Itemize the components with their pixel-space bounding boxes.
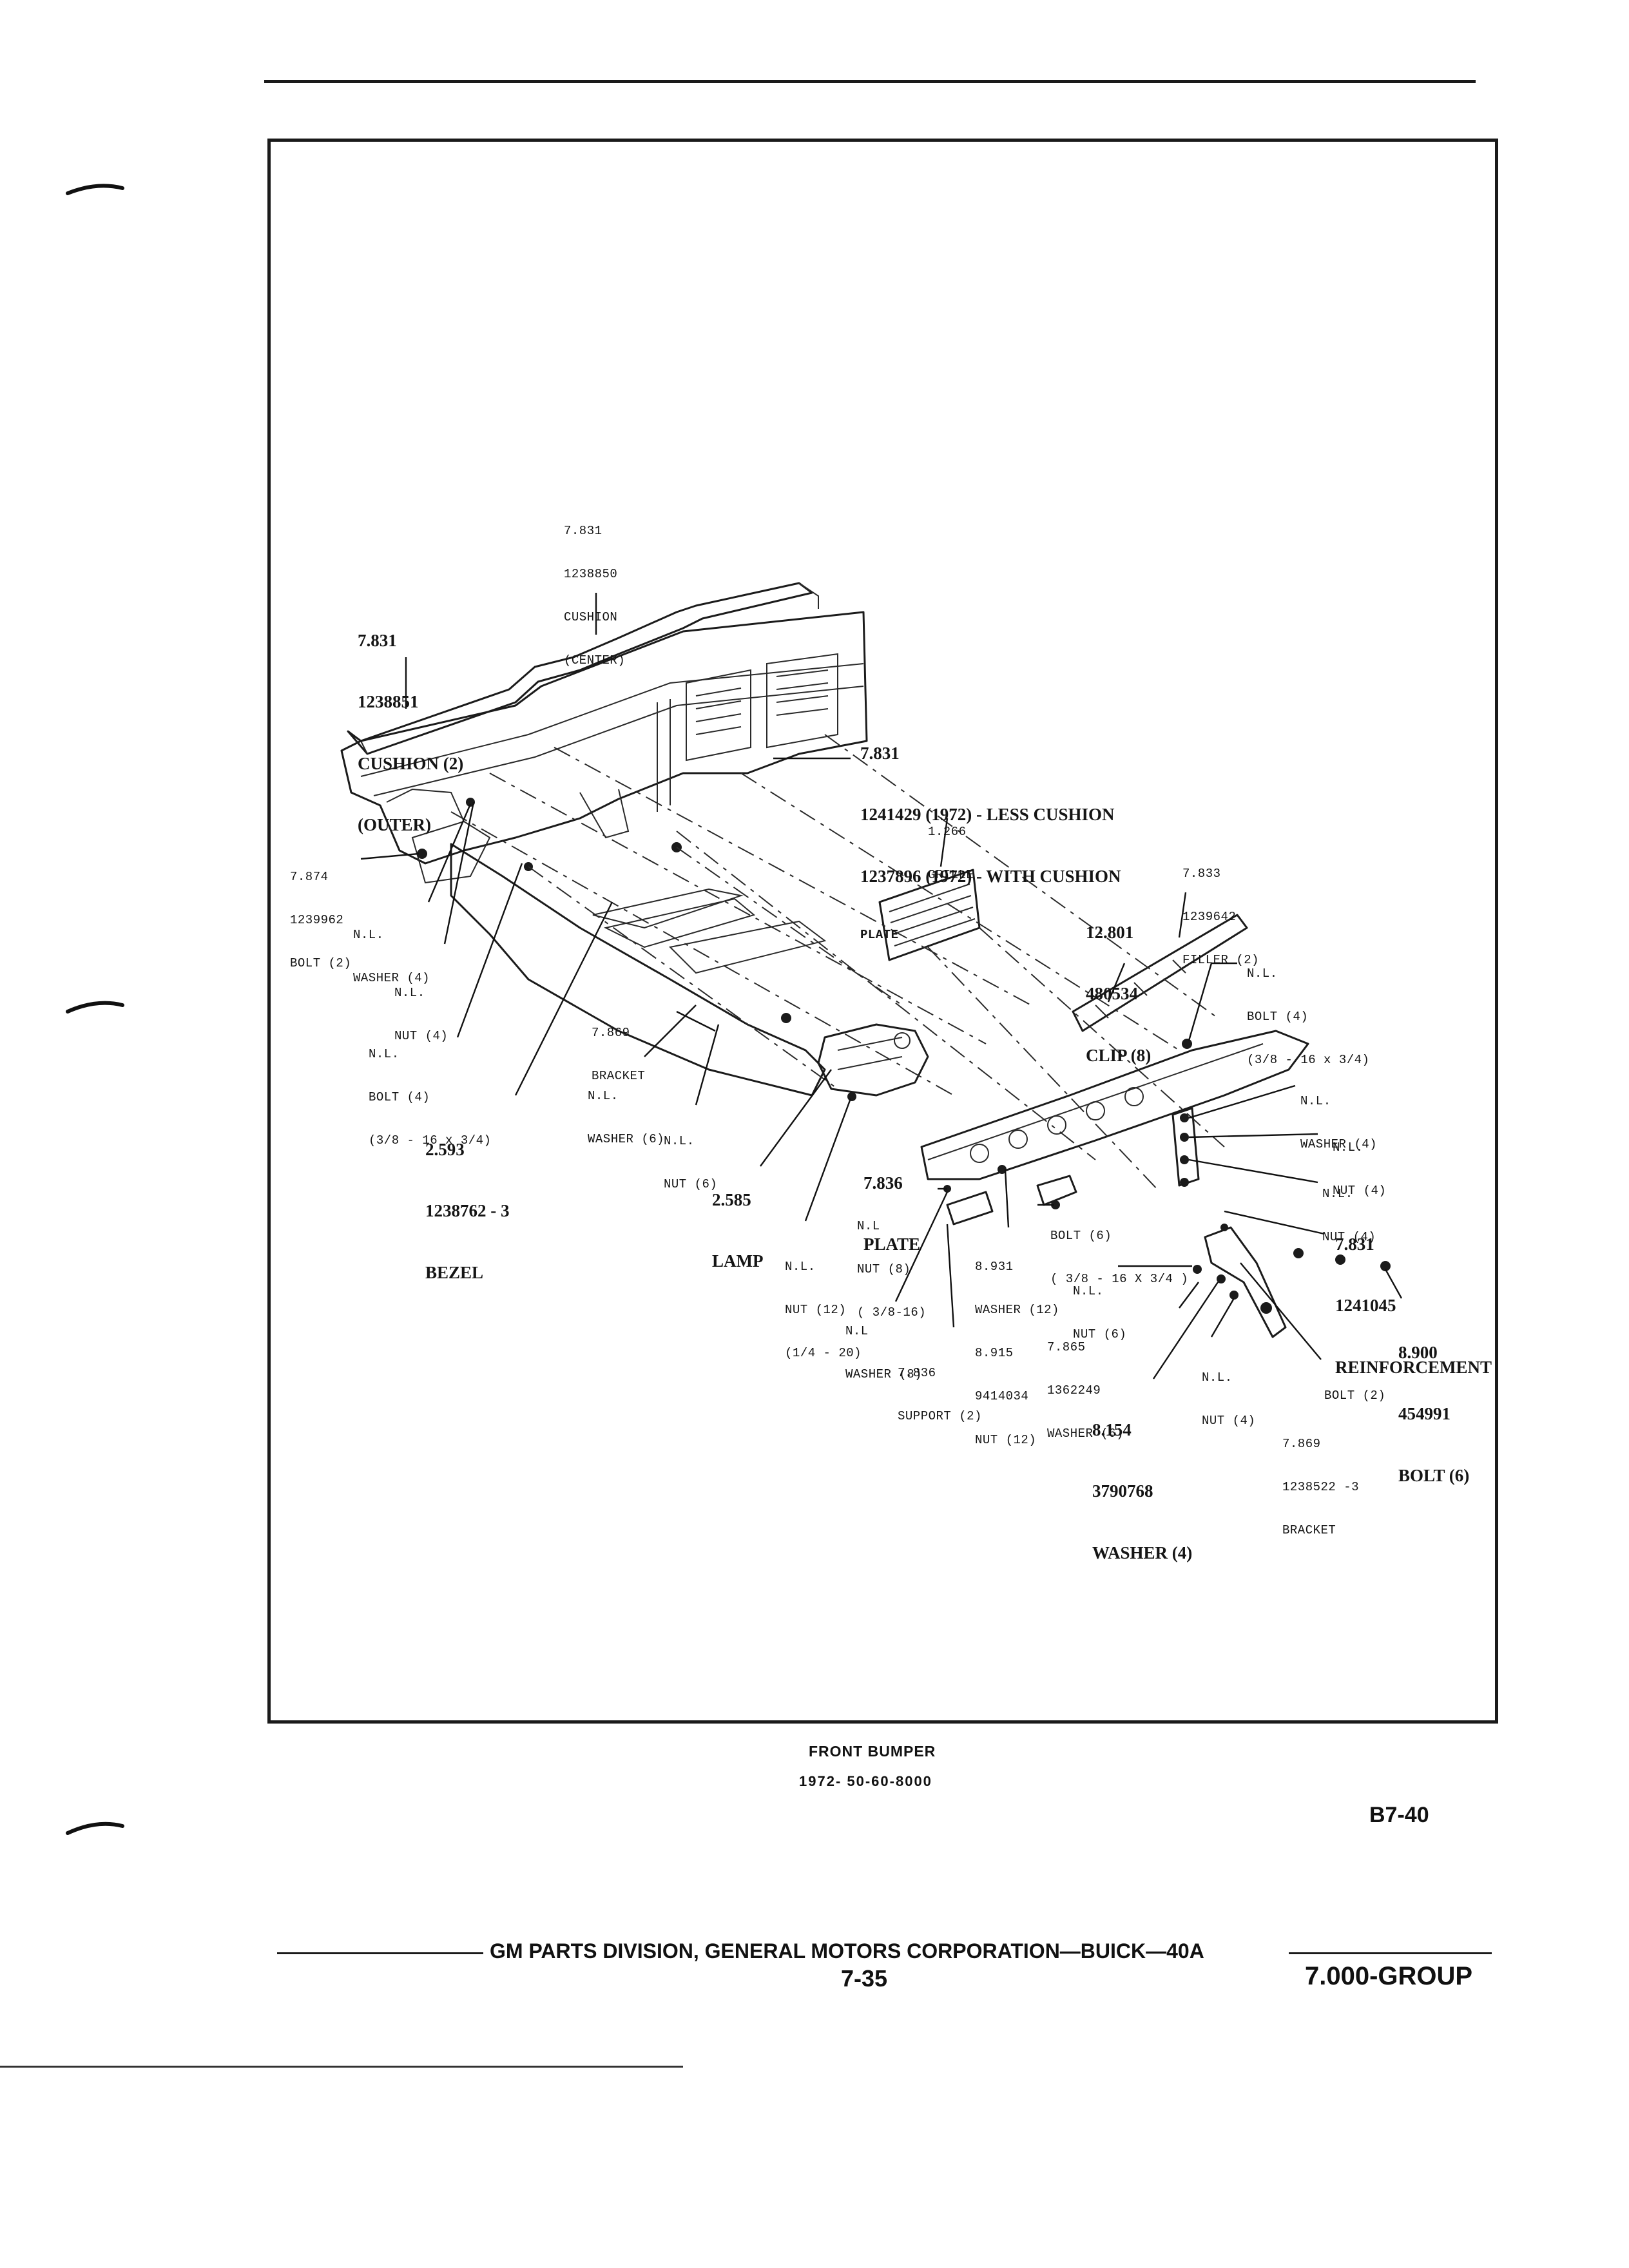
callout-plate-top: 7.831 1241429 (1972) - LESS CUSHION 1237… <box>860 743 1121 943</box>
figure-title: FRONT BUMPER <box>809 1743 936 1760</box>
callout-bolt6-mid: BOLT (6) ( 3/8 - 16 X 3/4 ) <box>1050 1228 1189 1287</box>
cushion-strip-drawing <box>347 582 819 755</box>
callout-grille: 1.266 GRILLE <box>928 824 974 883</box>
callout-washer6-left: N.L. WASHER (6) <box>588 1088 665 1147</box>
callout-bolt-nl-left: N.L. BOLT (4) (3/8 - 16 x 3/4) <box>369 1046 492 1148</box>
callout-bolt-left: 7.874 1239962 BOLT (2) <box>290 869 352 971</box>
callout-plate-mid: 7.836 PLATE <box>863 1173 921 1254</box>
callout-bracket-right: 7.869 1238522 -3 BRACKET <box>1282 1436 1360 1538</box>
callout-nut4-lower: N.L. NUT (4) <box>1202 1370 1256 1428</box>
callout-washer4-154: 8.154 3790768 WASHER (4) <box>1092 1419 1193 1562</box>
filler-drawing <box>1072 914 1248 1032</box>
footer-group: 7.000-GROUP <box>1305 1962 1473 1990</box>
callout-cushion-center: 7.831 1238850 CUSHION (CENTER) <box>564 523 626 668</box>
callout-bolt2-right: BOLT (2) <box>1324 1388 1386 1403</box>
callout-washer-left: N.L. WASHER (4) <box>353 927 430 986</box>
support-drawing <box>946 1175 1077 1225</box>
callout-lamp: 2.585 LAMP <box>712 1189 764 1271</box>
reinforcement-bar-drawing <box>920 1030 1309 1180</box>
bottom-scan-edge <box>0 2066 683 2068</box>
footer-rule-right <box>1289 1952 1492 1954</box>
callout-washer8: N.L WASHER (8) <box>845 1323 923 1382</box>
top-rule <box>264 80 1476 83</box>
right-bracket-drawing <box>1171 1107 1287 1338</box>
footer-page-number: 7-35 <box>841 1965 888 1992</box>
figure-subtitle: 1972- 50-60-8000 <box>799 1773 932 1789</box>
callout-washer4-right: N.L. WASHER (4) <box>1300 1093 1378 1152</box>
callout-reinforcement: 7.831 1241045 REINFORCEMENT <box>1335 1234 1492 1377</box>
footer-company: GM PARTS DIVISION, GENERAL MOTORS CORPOR… <box>490 1939 1204 1963</box>
callout-nut12: N.L. NUT (12) (1/4 - 20) <box>785 1259 862 1361</box>
callout-nut6-right: N.L. NUT (6) <box>1073 1283 1127 1342</box>
callout-nut4-r1: N.L. NUT (4) <box>1333 1140 1387 1198</box>
callout-bracket-left: 7.869 BRACKET <box>592 1025 646 1084</box>
callout-bolt4-right: N.L. BOLT (4) (3/8 - 16 x 3/4) <box>1247 966 1370 1068</box>
diagram-frame <box>267 139 1498 1724</box>
page-code: B7-40 <box>1369 1803 1429 1827</box>
callout-washer6-865: 7.865 1362249 WASHER (6) <box>1047 1340 1124 1441</box>
callout-nut-left: N.L. NUT (4) <box>394 985 448 1044</box>
callout-cushion-outer: 7.831 1238851 CUSHION (2) (OUTER) <box>358 630 464 835</box>
lamp-assembly-drawing <box>817 1023 929 1097</box>
leader-lines <box>360 593 1403 1379</box>
footer-rule-left <box>277 1952 483 1954</box>
callout-filler: 7.833 1239642 FILLER (2) <box>1182 866 1260 968</box>
callout-washer-nut-931: 8.931 WASHER (12) 8.915 9414034 NUT (12) <box>975 1259 1059 1447</box>
fasteners-drawing <box>417 798 1391 1314</box>
callout-nut8: N.L NUT (8) ( 3/8-16) <box>857 1218 927 1320</box>
callout-nut6-left: N.L. NUT (6) <box>664 1133 718 1192</box>
callout-clip: 12.801 480534 CLIP (8) <box>1086 922 1152 1065</box>
callout-nut4-r2: N.L. NUT (4) <box>1322 1186 1376 1245</box>
callout-bezel: 2.593 1238762 - 3 BEZEL <box>425 1139 510 1282</box>
binder-hole-marks <box>66 184 124 1835</box>
bumper-face-drawing <box>340 611 868 884</box>
callout-bolt6-900: 8.900 454991 BOLT (6) <box>1398 1342 1470 1485</box>
assembly-dash-lines <box>450 734 1225 1193</box>
callout-support: 7.836 SUPPORT (2) <box>898 1365 982 1424</box>
